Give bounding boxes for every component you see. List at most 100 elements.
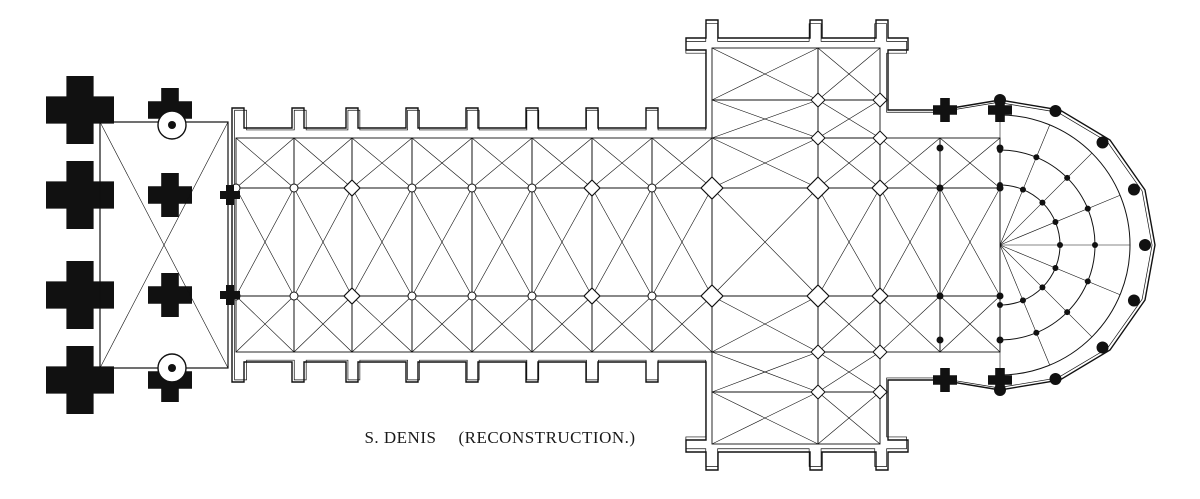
west-towers	[46, 76, 1012, 414]
stair-newel	[168, 121, 176, 129]
apse-column	[1084, 205, 1091, 212]
vault-rib	[711, 295, 819, 353]
vault-rib	[351, 295, 413, 353]
vault-rib	[817, 295, 881, 353]
pier-cruciform	[871, 179, 889, 197]
vault-bay	[817, 391, 881, 445]
pier-round	[289, 291, 299, 301]
choir-column	[996, 184, 1004, 192]
tower-buttress	[46, 76, 114, 144]
outer-wall-line	[231, 19, 1156, 471]
pier-transept	[872, 92, 888, 108]
chapel-buttress	[1127, 294, 1140, 307]
vault-rib	[351, 187, 413, 297]
vault-rib	[651, 295, 713, 353]
vault-rib	[711, 47, 819, 101]
vault-rib	[651, 137, 713, 189]
tower-buttress	[933, 368, 957, 392]
vault-rib	[939, 137, 1001, 189]
vault-ribs	[235, 47, 1001, 445]
plan-caption: S. DENIS (RECONSTRUCTION.)	[0, 428, 1000, 448]
apse-rib	[999, 124, 1051, 246]
pier-round	[647, 291, 657, 301]
apse-rib	[999, 152, 1093, 246]
vault-rib	[411, 295, 473, 353]
tower-buttress	[220, 185, 240, 205]
vault-rib	[293, 137, 353, 189]
apse-column	[1052, 264, 1059, 271]
apse-column	[1033, 154, 1040, 161]
pier-cruciform	[700, 284, 724, 308]
vault-rib	[817, 187, 881, 297]
chapel-buttress	[994, 384, 1006, 396]
pier-transept	[810, 130, 826, 146]
choir-column	[936, 144, 944, 152]
chapel-buttress	[1096, 136, 1109, 149]
vault-rib	[591, 295, 653, 353]
vault-rib	[471, 187, 533, 297]
inner-wall-line	[234, 23, 1153, 467]
tower-buttress	[988, 368, 1012, 392]
chapel-buttress	[1096, 341, 1109, 354]
pier-round	[527, 183, 537, 193]
vault-rib	[711, 391, 819, 445]
tower-buttress	[148, 88, 192, 132]
narthex-rib	[99, 121, 229, 369]
pier-cruciform	[871, 287, 889, 305]
apse-column	[1084, 278, 1091, 285]
vault-rib	[817, 137, 881, 189]
pier-cruciform	[583, 287, 601, 305]
apse-column	[1039, 199, 1046, 206]
apse-column	[1019, 186, 1026, 193]
tower-buttress	[46, 161, 114, 229]
chapel-buttress	[994, 94, 1006, 106]
choir-column	[996, 292, 1004, 300]
chapel-buttress	[1139, 239, 1151, 251]
pier-round	[407, 291, 417, 301]
outer-walls	[231, 19, 1156, 471]
caption-name: S. DENIS	[364, 428, 437, 447]
pier-round	[407, 183, 417, 193]
pier-cruciform	[806, 284, 830, 308]
vault-rib	[293, 187, 353, 297]
apse-rib	[999, 244, 1121, 296]
pier-cruciform	[700, 176, 724, 200]
vault-rib	[817, 391, 881, 445]
pier-cruciform	[343, 179, 361, 197]
vault-rib	[235, 295, 295, 353]
vault-rib	[293, 295, 353, 353]
pier-transept	[872, 344, 888, 360]
vault-rib	[817, 47, 881, 101]
pier-round	[289, 183, 299, 193]
pier-round	[527, 291, 537, 301]
caption-note: (RECONSTRUCTION.)	[458, 428, 636, 447]
choir-column	[996, 144, 1004, 152]
vault-rib	[879, 187, 941, 297]
choir-column	[936, 336, 944, 344]
vault-rib	[351, 137, 413, 189]
vault-rib	[411, 137, 473, 189]
vault-rib	[235, 187, 295, 297]
choir-column	[936, 292, 944, 300]
vault-rib	[411, 187, 473, 297]
tower-buttress	[46, 261, 114, 329]
vault-rib	[471, 295, 533, 353]
vault-rib	[531, 137, 593, 189]
tower-buttress	[933, 98, 957, 122]
vault-rib	[939, 295, 1001, 353]
apse-column	[1033, 329, 1040, 336]
apse-rib	[999, 194, 1121, 246]
apse-rib	[999, 244, 1093, 338]
apse-rib	[999, 244, 1051, 366]
pier-transept	[872, 130, 888, 146]
vault-rib	[471, 137, 533, 189]
apse-column	[1064, 309, 1071, 316]
piers	[231, 92, 889, 400]
vault-rib	[711, 351, 819, 393]
vault-rib	[531, 295, 593, 353]
vault-rib	[591, 137, 653, 189]
chevet-apse	[936, 94, 1151, 396]
apse-column	[1057, 242, 1063, 248]
choir-column	[996, 336, 1004, 344]
